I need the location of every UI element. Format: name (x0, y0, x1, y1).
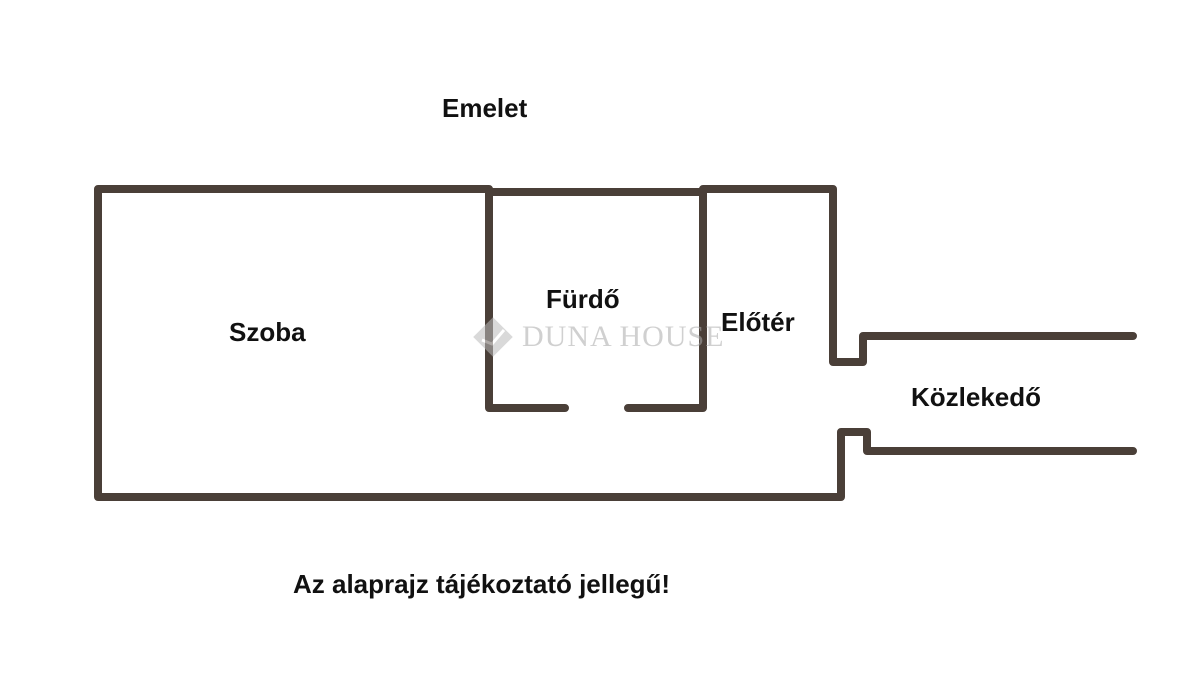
watermark-text: DUNA HOUSE (522, 320, 725, 353)
room-label-eloter: Előtér (721, 307, 795, 337)
room-label-szoba: Szoba (229, 317, 306, 347)
floor-title: Emelet (442, 93, 528, 123)
wall-hall (699, 185, 1137, 366)
room-label-kozlekedo: Közlekedő (911, 382, 1042, 412)
duna-house-logo-icon (473, 317, 513, 357)
disclaimer: Az alaprajz tájékoztató jellegű! (293, 569, 671, 599)
wall-bathroom (485, 188, 707, 412)
wall-outer-main (94, 185, 1137, 501)
watermark: DUNA HOUSE (470, 314, 725, 360)
room-label-furdo: Fürdő (546, 284, 620, 314)
